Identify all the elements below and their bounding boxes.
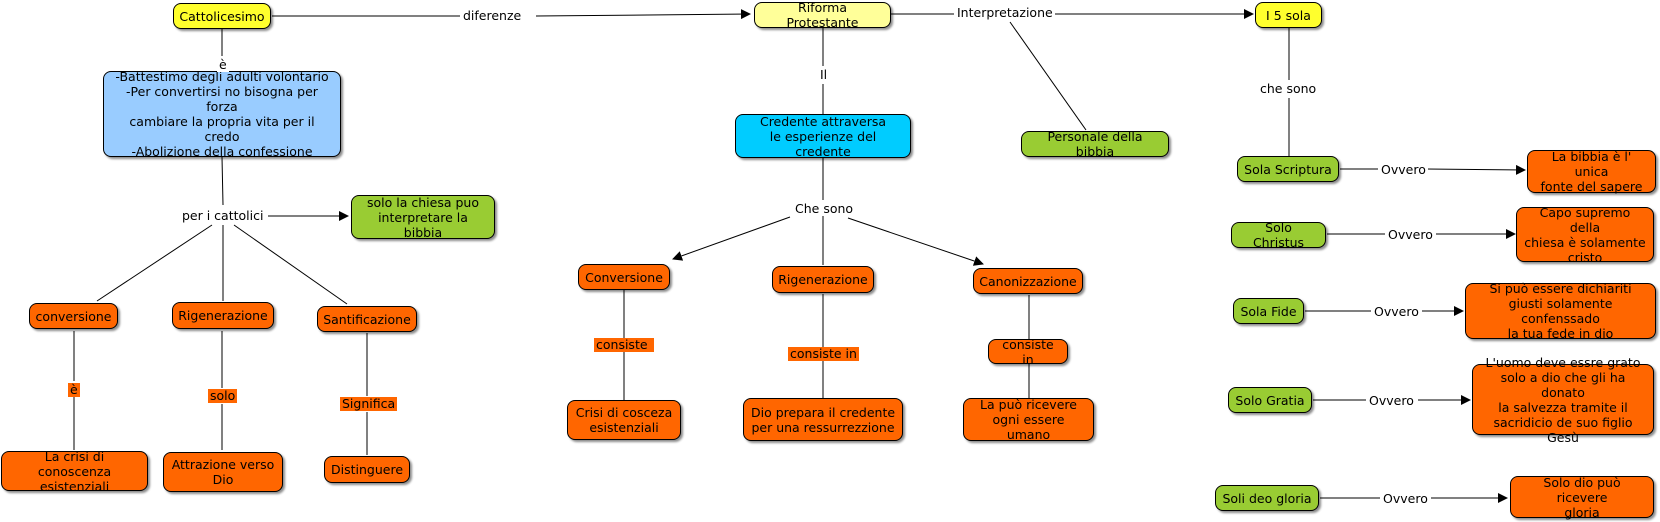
- node-i-5-sola: I 5 sola: [1255, 2, 1322, 28]
- node-santificazione: Santificazione: [317, 306, 417, 332]
- node-sola-scriptura: Sola Scriptura: [1237, 156, 1339, 182]
- node-riforma-protestante: Riforma Protestante: [754, 0, 891, 30]
- node-chiesa-interpreta: solo la chiesa puo interpretare la bibbi…: [351, 195, 495, 240]
- label-per-i-cattolici: per i cattolici: [180, 208, 266, 223]
- label-ovvero-4: Ovvero: [1367, 393, 1416, 408]
- label-interpretazione: Interpretazione: [955, 5, 1055, 20]
- node-sola-fide: Sola Fide: [1233, 298, 1304, 324]
- node-solo-dio-gloria: Solo dio può ricevere gloria: [1510, 475, 1654, 520]
- node-attrazione-dio: Attrazione verso Dio: [163, 452, 283, 492]
- node-distinguere: Distinguere: [324, 456, 410, 483]
- label-solo: solo: [208, 388, 238, 403]
- node-cattolicesimo: Cattolicesimo: [173, 3, 271, 29]
- label-che-sono-mid: Che sono: [793, 201, 856, 216]
- node-battesimo-list: -Battestimo degli adulti volontario -Per…: [103, 69, 341, 159]
- node-bibbia-unica: La bibbia è l' unica fonte del sapere: [1527, 149, 1656, 194]
- label-ovvero-1: Ovvero: [1379, 162, 1428, 177]
- label-ovvero-3: Ovvero: [1372, 304, 1421, 319]
- node-rigenerazione-cattolica: Rigenerazione: [172, 302, 274, 329]
- node-puo-ricevere: La può ricevere ogni essere umano: [963, 397, 1094, 442]
- node-giusti: Si può essere dichiariti giusti solament…: [1465, 281, 1656, 341]
- label-e-top: è: [217, 57, 229, 72]
- node-crisi-conoscenza: La crisi di conoscenza esistenziali: [1, 449, 148, 494]
- label-significa: Significa: [340, 396, 398, 411]
- node-rigenerazione-protestante: Rigenerazione: [772, 266, 874, 293]
- node-solo-christus: Solo Christus: [1231, 220, 1326, 250]
- label-che-sono-top: che sono: [1258, 81, 1319, 96]
- node-capo-supremo: Capo supremo della chiesa è solamente cr…: [1516, 205, 1654, 265]
- label-ovvero-5: Ovvero: [1381, 491, 1430, 506]
- label-e-small: è: [68, 382, 80, 397]
- node-conversione-protestante: Conversione: [578, 264, 670, 290]
- label-consiste-in: consiste in: [788, 346, 859, 361]
- label-il: Il: [818, 67, 830, 82]
- node-credente-attraversa: Credente attraversa le esperienze del cr…: [735, 114, 911, 159]
- node-personale-bibbia: Personale della bibbia: [1021, 129, 1169, 159]
- node-crisi-cosceza: Crisi di cosceza esistenziali: [567, 400, 681, 440]
- node-solo-gratia: Solo Gratia: [1228, 387, 1312, 413]
- label-differenze: diferenze: [461, 8, 524, 23]
- node-uomo-grato: L'uomo deve essre grato solo a dio che g…: [1472, 355, 1654, 445]
- label-ovvero-2: Ovvero: [1386, 227, 1435, 242]
- node-soli-deo-gloria: Soli deo gloria: [1215, 485, 1319, 511]
- node-conversione-cattolica: conversione: [29, 303, 118, 329]
- node-dio-prepara: Dio prepara il credente per una ressurre…: [743, 398, 903, 441]
- label-consiste: consiste: [594, 338, 654, 352]
- node-consiste-in: consiste in: [988, 337, 1068, 367]
- node-canonizzazione: Canonizzazione: [973, 268, 1083, 294]
